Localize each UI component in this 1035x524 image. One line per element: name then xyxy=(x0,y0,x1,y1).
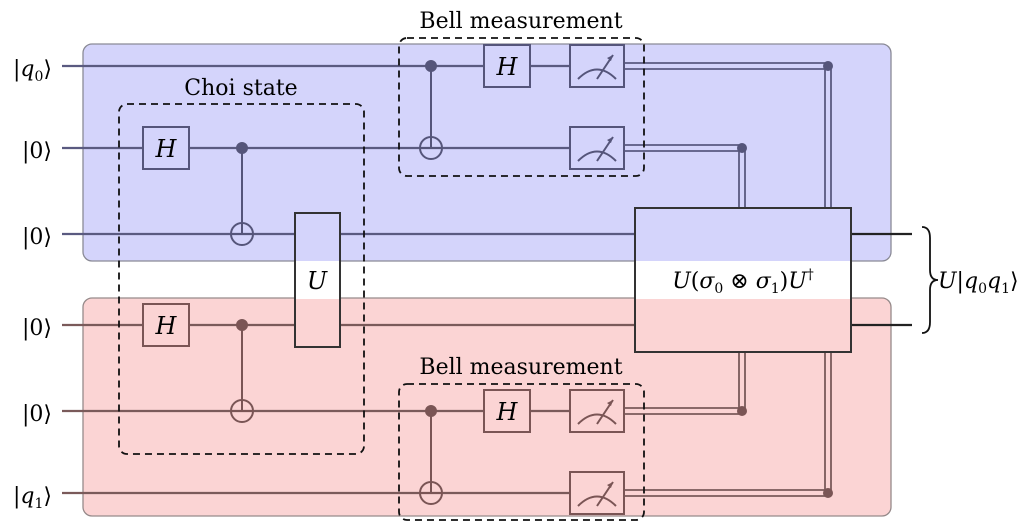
svg-text:H: H xyxy=(155,135,178,163)
input-kets: |q0⟩ |0⟩ |0⟩ |0⟩ |0⟩ |q1⟩ xyxy=(13,57,52,512)
input-ket-a2: |0⟩ xyxy=(22,225,52,250)
meter-icon xyxy=(569,44,625,88)
hadamard-gate: H xyxy=(142,303,190,347)
hadamard-gate: H xyxy=(483,44,531,88)
input-ket-a3: |0⟩ xyxy=(22,316,52,341)
output-brace xyxy=(921,226,939,334)
cnot-bell-bottom xyxy=(419,405,443,505)
meter-icon xyxy=(569,126,625,170)
hadamard-gate: H xyxy=(142,126,190,170)
input-ket-a4: |0⟩ xyxy=(22,402,52,427)
input-ket-q0: |q0⟩ xyxy=(13,57,52,85)
correction-gate: U(σ0 ⊗ σ1)U† xyxy=(634,207,852,353)
cnot-bottom xyxy=(230,319,254,423)
classical-control-dot xyxy=(823,61,833,71)
classical-control-dot xyxy=(737,143,747,153)
meter-icon xyxy=(569,389,625,433)
bell-measurement-box-bottom xyxy=(398,383,645,521)
choi-state-box xyxy=(118,103,365,455)
cnot-bell-top xyxy=(419,60,443,160)
input-ket-a1: |0⟩ xyxy=(22,139,52,164)
hadamard-gate: H xyxy=(483,389,531,433)
meter-icon xyxy=(569,471,625,515)
choi-state-label: Choi state xyxy=(184,76,297,101)
svg-text:U: U xyxy=(307,267,328,295)
bell-measurement-label: Bell measurement xyxy=(419,355,622,380)
svg-text:H: H xyxy=(496,53,519,81)
input-ket-q1: |q1⟩ xyxy=(13,484,52,512)
svg-text:H: H xyxy=(155,312,178,340)
output-state-label: U|q0q1⟩ xyxy=(938,269,1019,297)
cnot-top xyxy=(230,142,254,246)
unitary-gate: U xyxy=(294,212,341,348)
classical-control-dot xyxy=(823,488,833,498)
classical-control-dot xyxy=(737,406,747,416)
svg-text:H: H xyxy=(496,398,519,426)
bell-measurement-label: Bell measurement xyxy=(419,9,622,34)
bell-measurement-box-top xyxy=(398,37,645,177)
correction-gate-label: U(σ0 ⊗ σ1)U† xyxy=(672,267,814,297)
